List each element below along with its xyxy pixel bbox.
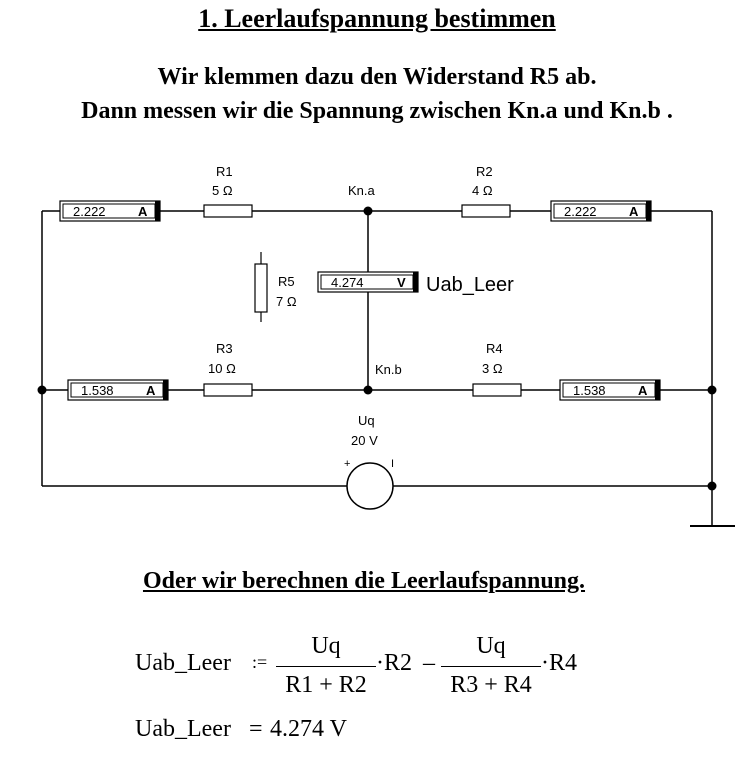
svg-text:2.222: 2.222 xyxy=(73,204,106,219)
result-eq: = xyxy=(249,716,263,742)
fraction-line-1 xyxy=(276,666,376,667)
voltmeter: 4.274 V xyxy=(317,271,419,293)
svg-text:1.538: 1.538 xyxy=(573,383,606,398)
r5-name: R5 xyxy=(278,274,295,289)
circuit-diagram: R1 5 Ω R2 4 Ω R3 10 Ω R4 3 Ω R5 7 Ω Kn.a… xyxy=(37,164,735,527)
r3-value: 10 Ω xyxy=(208,361,236,376)
formula-lhs: Uab_Leer xyxy=(135,650,231,676)
formula-num2: Uq xyxy=(476,633,506,659)
result-value: 4.274 V xyxy=(270,716,347,742)
resistor-r1 xyxy=(203,204,253,218)
formula-mult2: ·R4 xyxy=(541,650,577,676)
node-b-label: Kn.b xyxy=(375,362,402,377)
resistor-r3 xyxy=(203,383,253,397)
svg-text:1.538: 1.538 xyxy=(81,383,114,398)
node-a-label: Kn.a xyxy=(348,183,376,198)
source-value: 20 V xyxy=(351,433,378,448)
resistor-r2 xyxy=(461,204,511,218)
voltage-source xyxy=(346,462,394,510)
ammeter-bottom-left: 1.538 A xyxy=(67,379,169,401)
ammeter-top-right: 2.222 A xyxy=(550,200,652,222)
junction-left xyxy=(37,385,47,395)
formula-den2: R3 + R4 xyxy=(450,672,532,698)
fraction-line-2 xyxy=(441,666,541,667)
calc-heading: Oder wir berechnen die Leerlaufspannung. xyxy=(142,568,586,594)
ammeter-bottom-right: 1.538 A xyxy=(559,379,661,401)
intro-line-1: Wir klemmen dazu den Widerstand R5 ab. xyxy=(157,64,597,90)
voltmeter-label: Uab_Leer xyxy=(426,274,514,296)
source-minus: I xyxy=(391,458,394,470)
svg-text:A: A xyxy=(629,204,639,219)
svg-text:2.222: 2.222 xyxy=(564,204,597,219)
r2-value: 4 Ω xyxy=(472,183,493,198)
svg-text:A: A xyxy=(638,383,648,398)
formula-minus: – xyxy=(423,650,435,676)
formula-num1: Uq xyxy=(311,633,341,659)
intro-line-2: Dann messen wir die Spannung zwischen Kn… xyxy=(81,98,673,124)
r1-name: R1 xyxy=(216,164,233,179)
r5-value: 7 Ω xyxy=(276,294,297,309)
r3-name: R3 xyxy=(216,341,233,356)
formula-den1: R1 + R2 xyxy=(285,672,367,698)
resistor-r5 xyxy=(254,263,268,313)
page-title: 1. Leerlaufspannung bestimmen xyxy=(198,4,556,33)
svg-text:A: A xyxy=(138,204,148,219)
r2-name: R2 xyxy=(476,164,493,179)
junction-node-b xyxy=(363,385,373,395)
r1-value: 5 Ω xyxy=(212,183,233,198)
formula-mult1: ·R2 xyxy=(376,650,412,676)
resistor-r4 xyxy=(472,383,522,397)
source-plus: + xyxy=(344,458,350,470)
svg-text:V: V xyxy=(397,275,406,290)
junction-ground xyxy=(707,481,717,491)
r4-value: 3 Ω xyxy=(482,361,503,376)
result-lhs: Uab_Leer xyxy=(135,716,231,742)
ammeter-top-left: 2.222 A xyxy=(59,200,161,222)
svg-text:A: A xyxy=(146,383,156,398)
junction-node-a xyxy=(363,206,373,216)
r4-name: R4 xyxy=(486,341,503,356)
formula-assign: := xyxy=(252,652,268,672)
svg-text:4.274: 4.274 xyxy=(331,275,364,290)
junction-right xyxy=(707,385,717,395)
source-name: Uq xyxy=(358,413,375,428)
